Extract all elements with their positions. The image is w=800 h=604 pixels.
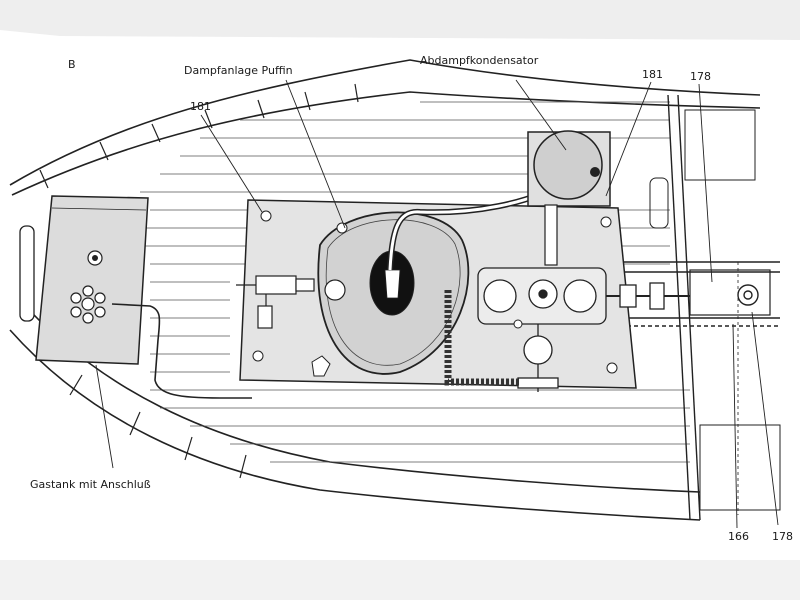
label-gas-tank: Gastank mit Anschluß [30,478,151,491]
gas-line [111,303,252,399]
mounting-screws [252,210,618,374]
steam-engine [477,267,690,392]
label-steam-plant: Dampfanlage Puffin [184,64,293,77]
label-condenser: Abdampfkondensator [420,54,539,67]
corner-letter: B [68,58,76,71]
hull-frames [39,83,359,479]
hull-outer-top [9,59,761,186]
coiled-hose [444,290,520,386]
condenser [527,130,611,266]
gas-tank-valve [70,285,106,324]
label-ref-181-right: 181 [642,68,663,81]
boiler [311,211,470,377]
label-ref-181-left: 181 [190,100,211,113]
aft-structure [620,94,781,521]
label-ref-178-bottom: 178 [772,530,793,543]
hull-outer-bottom [9,329,701,521]
paper-bottom-edge [0,560,800,600]
gas-tank [19,195,149,365]
label-ref-178-top: 178 [690,70,711,83]
gas-regulator [236,275,315,329]
label-ref-166: 166 [728,530,749,543]
hull-inner-top [11,91,761,196]
leader-lines [95,79,779,529]
paper-top-shadow [0,0,800,40]
deck-planking [120,101,690,463]
